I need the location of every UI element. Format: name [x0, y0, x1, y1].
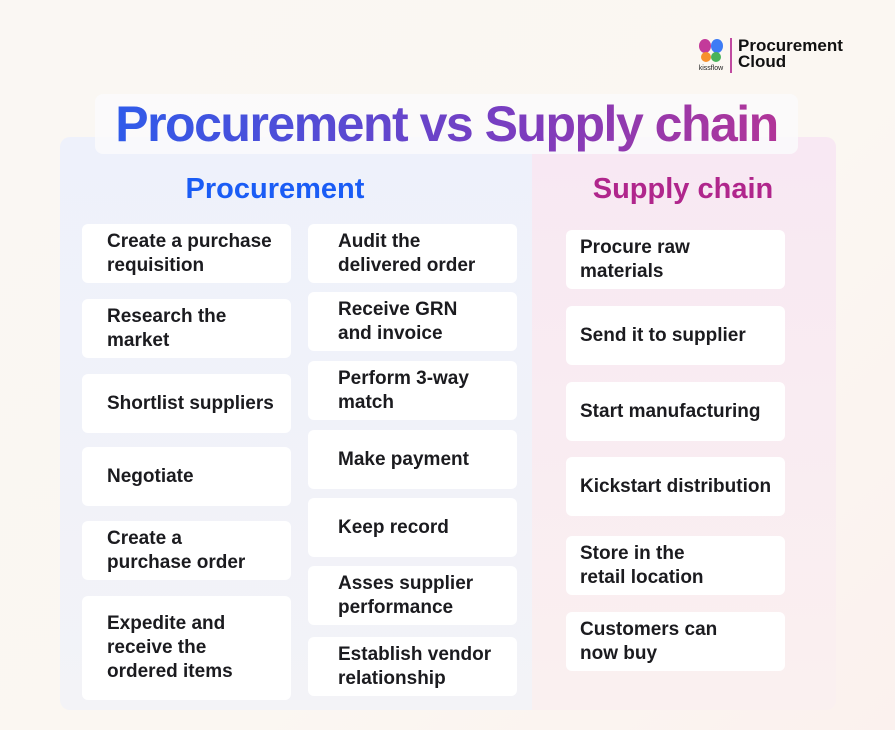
procurement-step: Audit the delivered order — [308, 224, 517, 283]
supply-chain-step: Customers can now buy — [566, 612, 785, 671]
procurement-step: Negotiate — [82, 447, 291, 506]
supply-chain-heading: Supply chain — [592, 173, 774, 205]
procurement-step: Shortlist suppliers — [82, 374, 291, 433]
kissflow-logo-icon: kissflow — [699, 39, 724, 72]
logo: kissflow Procurement Cloud — [697, 37, 843, 73]
procurement-step: Perform 3-way match — [308, 361, 517, 420]
page-title: Procurement vs Supply chain — [115, 96, 779, 152]
procurement-heading: Procurement — [185, 173, 365, 205]
procurement-step: Keep record — [308, 498, 517, 557]
supply-chain-step: Procure raw materials — [566, 230, 785, 289]
procurement-step: Receive GRN and invoice — [308, 292, 517, 351]
svg-text:kissflow: kissflow — [699, 65, 724, 72]
supply-chain-step: Kickstart distribution — [566, 457, 785, 516]
product-name: Procurement Cloud — [730, 37, 843, 73]
procurement-step: Research the market — [82, 299, 291, 358]
supply-chain-step: Send it to supplier — [566, 306, 785, 365]
supply-chain-step: Store in the retail location — [566, 536, 785, 595]
procurement-step: Expedite and receive the ordered items — [82, 596, 291, 700]
procurement-step: Establish vendor relationship — [308, 637, 517, 696]
procurement-step: Make payment — [308, 430, 517, 489]
title-box: Procurement vs Supply chain — [95, 94, 798, 154]
procurement-step: Create a purchase requisition — [82, 224, 291, 283]
procurement-step: Create a purchase order — [82, 521, 291, 580]
procurement-step: Asses supplier performance — [308, 566, 517, 625]
supply-chain-step: Start manufacturing — [566, 382, 785, 441]
